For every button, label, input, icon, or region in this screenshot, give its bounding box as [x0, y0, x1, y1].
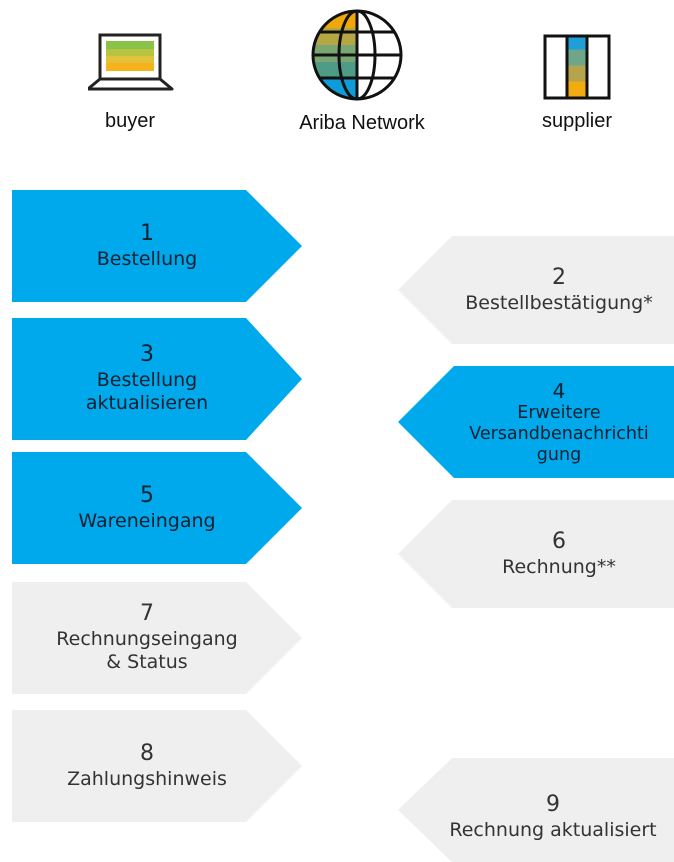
- step-1-label: Bestellung: [96, 247, 198, 270]
- step-1-arrow-shape: [12, 190, 302, 302]
- step-9-label: Rechnung aktualisiert: [449, 818, 657, 841]
- step-2-arrow-shape: [398, 236, 674, 344]
- step-7-number: 7: [140, 601, 154, 627]
- step-1-bestellung: 1 Bestellung: [12, 190, 302, 302]
- step-3-label: Bestellung aktualisieren: [85, 369, 209, 415]
- step-6-number: 6: [552, 529, 566, 554]
- step-6-arrow-shape: [398, 500, 674, 608]
- step-9-number: 9: [546, 792, 560, 817]
- step-9-rechnung-aktualisiert: 9 Rechnung aktualisiert: [398, 758, 674, 862]
- step-3-arrow-shape: [12, 318, 302, 440]
- network-label: Ariba Network: [299, 112, 425, 134]
- step-2-number: 2: [552, 265, 566, 290]
- step-8-number: 8: [140, 741, 154, 766]
- step-9-arrow-shape: [398, 758, 674, 862]
- step-8-zahlungshinweis: 8 Zahlungshinweis: [12, 710, 302, 822]
- supplier-icon: [543, 34, 611, 100]
- supplier-label: supplier: [541, 110, 613, 132]
- step-3-number: 3: [140, 342, 154, 368]
- laptop-icon: [88, 33, 174, 91]
- buyer-label: buyer: [104, 110, 156, 132]
- step-5-number: 5: [140, 483, 154, 508]
- step-4-number: 4: [552, 378, 566, 403]
- step-7-label: Rechnungseingang & Status: [56, 628, 238, 674]
- step-4-label: Erweitere Versandbenachrichti gung: [469, 403, 649, 465]
- step-6-label: Rechnung**: [502, 555, 616, 578]
- step-4-versandbenachrichtigung: 4 Erweitere Versandbenachrichti gung: [398, 366, 674, 478]
- step-6-rechnung: 6 Rechnung**: [398, 500, 674, 608]
- step-5-label: Wareneingang: [78, 509, 216, 532]
- step-2-bestellbestaetigung: 2 Bestellbestätigung*: [398, 236, 674, 344]
- step-1-number: 1: [140, 221, 154, 246]
- step-8-label: Zahlungshinweis: [67, 767, 227, 790]
- step-7-rechnungseingang: 7 Rechnungseingang & Status: [12, 582, 302, 694]
- step-5-arrow-shape: [12, 452, 302, 564]
- step-2-label: Bestellbestätigung*: [465, 291, 653, 314]
- step-8-arrow-shape: [12, 710, 302, 822]
- step-3-bestellung-aktualisieren: 3 Bestellung aktualisieren: [12, 318, 302, 440]
- step-7-arrow-shape: [12, 582, 302, 694]
- step-4-arrow-shape: [398, 366, 674, 478]
- step-5-wareneingang: 5 Wareneingang: [12, 452, 302, 564]
- globe-icon: [311, 9, 403, 101]
